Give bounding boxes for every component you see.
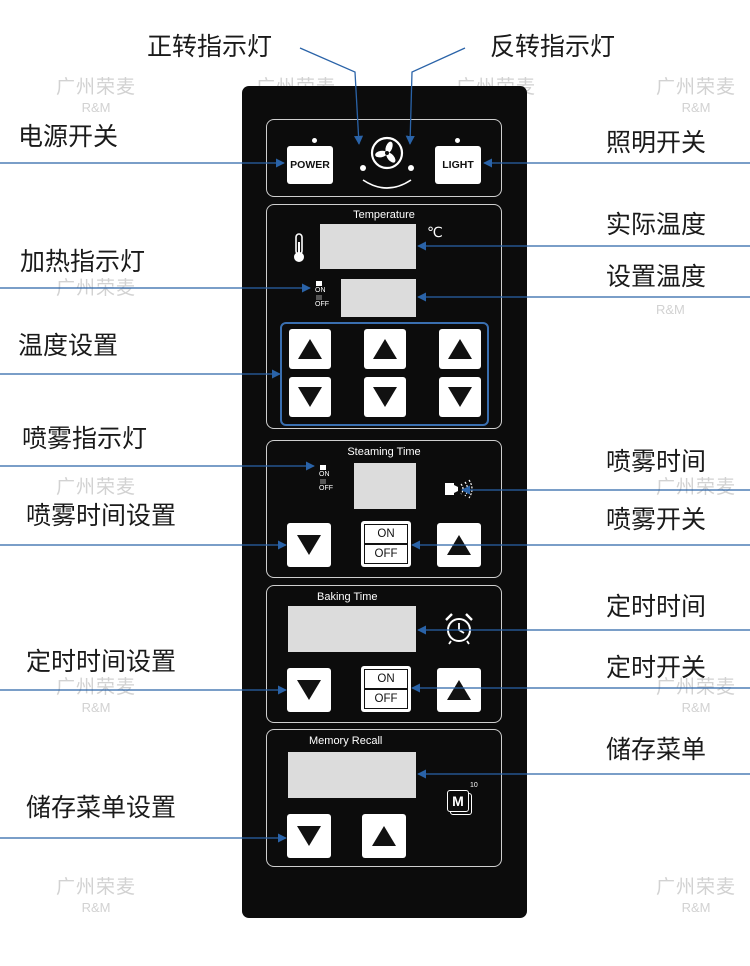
label-spray-switch: 喷雾开关 bbox=[606, 505, 707, 534]
down-arrow-icon bbox=[298, 387, 322, 407]
thermometer-icon bbox=[294, 233, 304, 262]
timer-down-button[interactable] bbox=[287, 668, 331, 712]
spray-on-button[interactable]: ON bbox=[364, 524, 408, 544]
label-set-temp: 设置温度 bbox=[606, 262, 707, 291]
label-memory-menu-setting: 储存菜单设置 bbox=[26, 793, 177, 822]
label-reverse-indicator: 反转指示灯 bbox=[490, 32, 616, 61]
up-arrow-icon bbox=[447, 680, 471, 700]
label-temp-setting: 温度设置 bbox=[18, 331, 119, 360]
celsius-unit: ℃ bbox=[427, 225, 443, 241]
label-power-switch: 电源开关 bbox=[18, 122, 119, 151]
label-memory-menu: 储存菜单 bbox=[606, 735, 707, 764]
timer-up-button[interactable] bbox=[437, 668, 481, 712]
power-led bbox=[312, 138, 317, 143]
watermark: 广州荣麦 bbox=[656, 476, 737, 498]
actual-temp-display bbox=[320, 224, 416, 269]
forward-led bbox=[360, 165, 366, 171]
light-led bbox=[455, 138, 460, 143]
up-arrow-icon bbox=[373, 339, 397, 359]
temp-down-button-3[interactable] bbox=[439, 377, 481, 417]
fan-icon bbox=[362, 136, 412, 189]
temp-up-button-3[interactable] bbox=[439, 329, 481, 369]
leader-reverse bbox=[405, 47, 466, 145]
up-arrow-icon bbox=[298, 339, 322, 359]
power-section: POWER LIGHT bbox=[266, 119, 502, 197]
watermark: R&M bbox=[656, 302, 685, 317]
label-spray-time: 喷雾时间 bbox=[606, 447, 707, 476]
timer-on-button[interactable]: ON bbox=[364, 669, 408, 689]
timer-time-display bbox=[288, 606, 416, 652]
down-arrow-icon bbox=[297, 826, 321, 846]
spray-off-button[interactable]: OFF bbox=[364, 544, 408, 564]
light-button[interactable]: LIGHT bbox=[435, 146, 481, 184]
reverse-led bbox=[408, 165, 414, 171]
baking-section: Baking Time ON OFF bbox=[266, 585, 502, 723]
temperature-title: Temperature bbox=[353, 209, 415, 221]
memory-display bbox=[288, 752, 416, 798]
temp-button-group bbox=[280, 322, 489, 426]
temp-up-button-2[interactable] bbox=[364, 329, 406, 369]
power-button[interactable]: POWER bbox=[287, 146, 333, 184]
label-light-switch: 照明开关 bbox=[606, 128, 707, 157]
temp-down-button-1[interactable] bbox=[289, 377, 331, 417]
label-timer-switch: 定时开关 bbox=[606, 653, 707, 682]
memory-section: Memory Recall M 10 bbox=[266, 729, 502, 867]
down-arrow-icon bbox=[297, 680, 321, 700]
set-temp-display bbox=[341, 279, 416, 317]
label-spray-time-setting: 喷雾时间设置 bbox=[26, 501, 177, 530]
timer-onoff-switch[interactable]: ON OFF bbox=[361, 666, 411, 712]
label-timer-time-setting: 定时时间设置 bbox=[26, 647, 177, 676]
label-forward-indicator: 正转指示灯 bbox=[147, 32, 273, 61]
up-arrow-icon bbox=[372, 826, 396, 846]
spray-time-display bbox=[354, 463, 416, 509]
steaming-title: Steaming Time bbox=[347, 446, 421, 458]
temp-up-button-1[interactable] bbox=[289, 329, 331, 369]
memory-down-button[interactable] bbox=[287, 814, 331, 858]
leader-forward bbox=[299, 47, 364, 145]
spray-onoff-switch[interactable]: ON OFF bbox=[361, 521, 411, 567]
label-actual-temp: 实际温度 bbox=[606, 210, 707, 239]
baking-title: Baking Time bbox=[317, 591, 378, 603]
memory-icon: M 10 bbox=[447, 782, 478, 815]
temp-down-button-2[interactable] bbox=[364, 377, 406, 417]
label-heating-indicator: 加热指示灯 bbox=[20, 247, 146, 276]
down-arrow-icon bbox=[448, 387, 472, 407]
memory-title: Memory Recall bbox=[309, 735, 383, 747]
down-arrow-icon bbox=[297, 535, 321, 555]
timer-off-button[interactable]: OFF bbox=[364, 689, 408, 709]
label-timer-time: 定时时间 bbox=[606, 592, 707, 621]
spray-time-down-button[interactable] bbox=[287, 523, 331, 567]
label-spray-indicator: 喷雾指示灯 bbox=[22, 424, 148, 453]
up-arrow-icon bbox=[448, 339, 472, 359]
memory-up-button[interactable] bbox=[362, 814, 406, 858]
down-arrow-icon bbox=[373, 387, 397, 407]
watermark: 广州荣麦 bbox=[56, 476, 137, 498]
